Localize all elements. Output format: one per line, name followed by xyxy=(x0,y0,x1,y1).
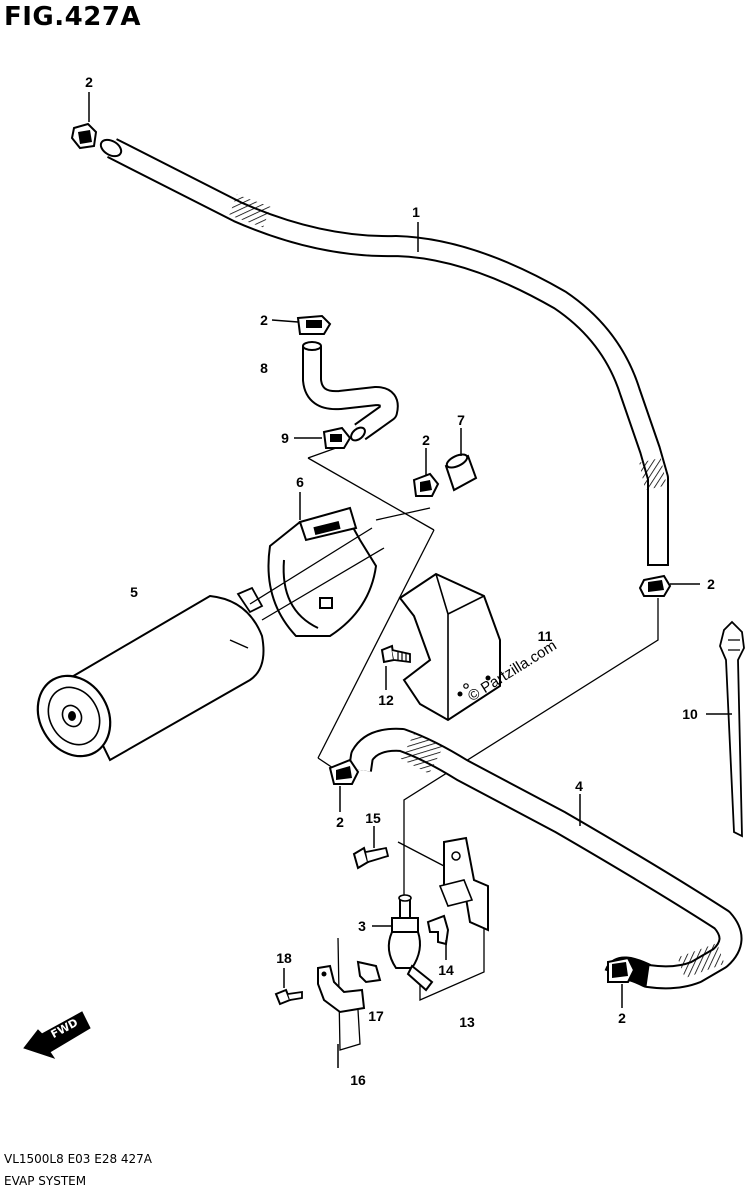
valve-3[interactable] xyxy=(387,894,434,992)
callout-14[interactable]: 14 xyxy=(438,962,454,978)
callout-13[interactable]: 13 xyxy=(459,1014,475,1030)
bracket-6[interactable] xyxy=(267,506,378,637)
callout-2-right[interactable]: 2 xyxy=(707,576,715,592)
callout-11[interactable]: 11 xyxy=(537,628,553,644)
clamp-2-right[interactable] xyxy=(638,574,672,597)
assembly-leaders xyxy=(307,447,659,1051)
clip-14[interactable] xyxy=(426,914,450,946)
callout-2-hose8[interactable]: 2 xyxy=(260,312,268,328)
callout-7[interactable]: 7 xyxy=(457,412,465,428)
hose-1[interactable] xyxy=(98,136,669,566)
joint-7[interactable] xyxy=(444,452,478,492)
figure-subtitle: EVAP SYSTEM xyxy=(4,1174,87,1188)
fwd-arrow-icon xyxy=(23,1011,91,1059)
callout-2-top[interactable]: 2 xyxy=(85,74,93,90)
clamp-9[interactable] xyxy=(322,426,352,449)
callout-leaders xyxy=(299,222,581,1068)
callout-8[interactable]: 8 xyxy=(260,360,268,376)
callout-5[interactable]: 5 xyxy=(130,584,138,600)
callout-10[interactable]: 10 xyxy=(682,706,698,722)
hose-4[interactable] xyxy=(348,727,743,990)
bolt-12[interactable] xyxy=(380,644,411,664)
callout-16[interactable]: 16 xyxy=(350,1072,366,1088)
callout-15[interactable]: 15 xyxy=(365,810,381,826)
callout-4[interactable]: 4 xyxy=(575,778,583,794)
callout-3[interactable]: 3 xyxy=(358,918,366,934)
bracket-13[interactable] xyxy=(438,836,489,932)
clamp-2-hose4-left[interactable] xyxy=(328,758,360,785)
clamp-2-joint7[interactable] xyxy=(412,472,440,497)
callout-12[interactable]: 12 xyxy=(378,692,394,708)
callout-2-joint7[interactable]: 2 xyxy=(422,432,430,448)
cover-11[interactable] xyxy=(398,572,501,722)
bracket-16[interactable] xyxy=(317,964,366,1014)
hose-8[interactable] xyxy=(302,341,399,443)
callout-17[interactable]: 17 xyxy=(368,1008,384,1024)
figure-title: FIG.427A xyxy=(4,2,142,32)
canister-5[interactable] xyxy=(24,527,385,769)
clip-17[interactable] xyxy=(356,960,382,984)
clamp-2-hose4-right[interactable] xyxy=(607,956,636,983)
bolt-15[interactable] xyxy=(352,846,390,870)
figure-code: VL1500L8 E03 E28 427A xyxy=(4,1152,153,1166)
callout-9[interactable]: 9 xyxy=(281,430,289,446)
strap-10[interactable] xyxy=(719,620,745,838)
callout-2-hose4-left[interactable]: 2 xyxy=(336,814,344,830)
callout-6[interactable]: 6 xyxy=(296,474,304,490)
screw-18[interactable] xyxy=(274,988,303,1006)
clamp-2-top[interactable] xyxy=(70,122,98,150)
callout-2-hose4-right[interactable]: 2 xyxy=(618,1010,626,1026)
callout-1[interactable]: 1 xyxy=(412,204,420,220)
clamp-2-hose8-top[interactable] xyxy=(296,314,332,335)
callout-18[interactable]: 18 xyxy=(276,950,292,966)
